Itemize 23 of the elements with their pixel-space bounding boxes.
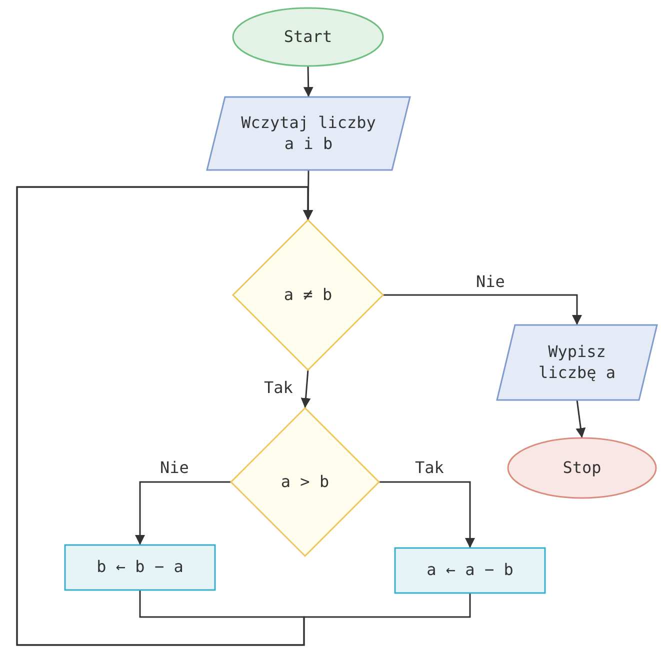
decision-diamond xyxy=(233,220,383,370)
connector-arrow xyxy=(383,294,582,325)
node-label: Stop xyxy=(562,458,602,478)
connector-arrow xyxy=(300,370,311,408)
connector-arrow xyxy=(379,481,475,548)
connector-arrow xyxy=(576,400,586,438)
node-label: Wypisz liczbę a xyxy=(537,342,617,384)
node-label: b ← b − a xyxy=(96,557,184,578)
node-label: Wczytaj liczby a i b xyxy=(240,112,377,154)
connector-arrow xyxy=(16,186,471,646)
node-label: Start xyxy=(284,26,332,48)
process-box xyxy=(395,548,545,593)
decision-diamond xyxy=(231,408,379,556)
input-output-parallelogram xyxy=(497,325,657,400)
terminal-ellipse xyxy=(508,438,656,498)
input-output-parallelogram xyxy=(207,97,410,170)
connector-arrow xyxy=(135,481,231,545)
connector-arrow xyxy=(303,66,314,98)
process-box xyxy=(65,545,215,590)
node-label: a ≠ b xyxy=(284,284,332,306)
node-label: a ← a − b xyxy=(426,560,514,581)
terminal-ellipse xyxy=(233,8,383,66)
node-label: a > b xyxy=(280,472,330,492)
